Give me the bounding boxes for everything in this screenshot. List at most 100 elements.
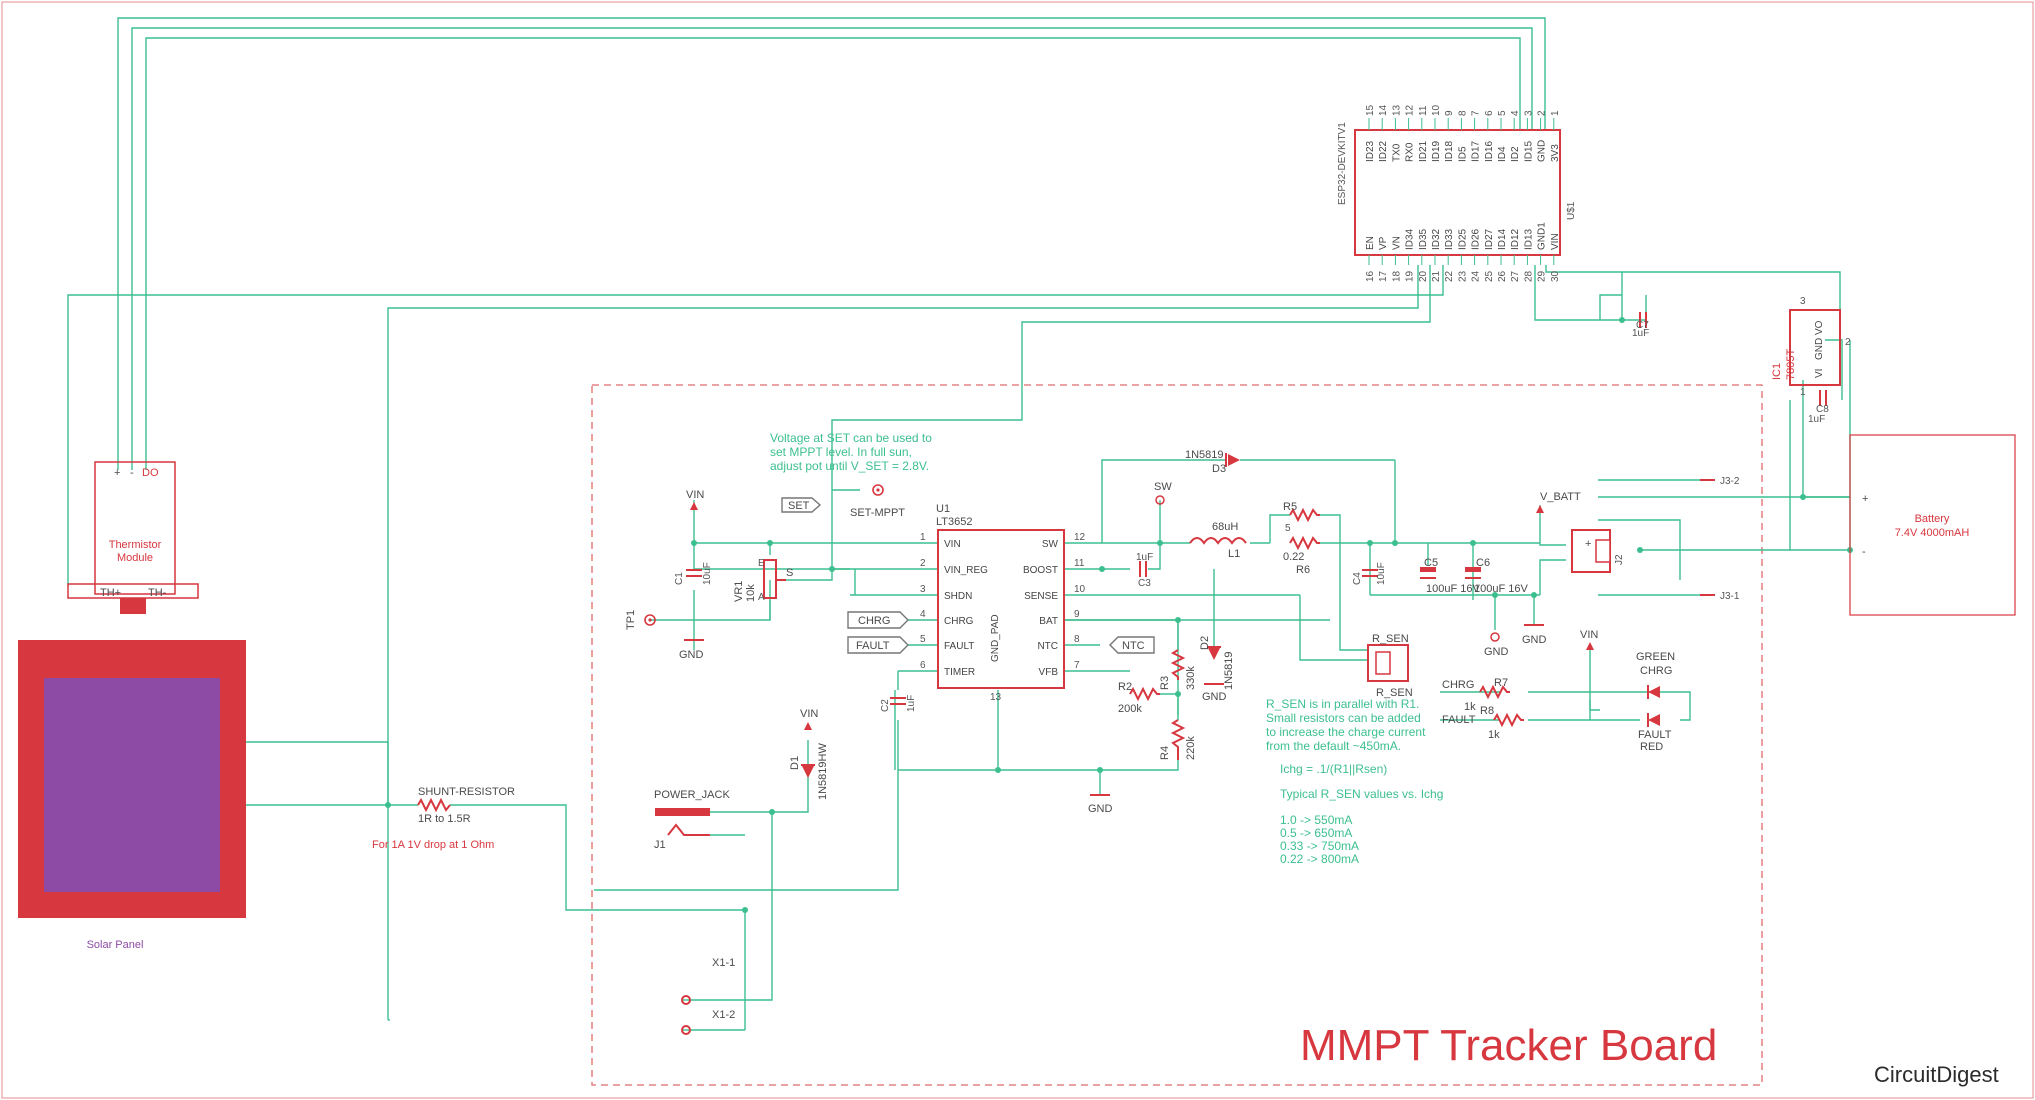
- thermistor-body: [94, 461, 176, 595]
- l1-value: 68uH: [1212, 521, 1238, 533]
- note-set-3: adjust pot until V_SET = 2.8V.: [770, 459, 929, 473]
- esp32-top-pin-name: ID21: [1418, 140, 1429, 162]
- c8-value: 1uF: [1808, 414, 1825, 425]
- lt3652-left-pin-name: VIN_REG: [944, 565, 988, 576]
- circuitdigest-logo: CircuitDigest: [1874, 1062, 1999, 1087]
- esp32-top-pin-number: 4: [1510, 110, 1521, 116]
- c1-value: 10uF: [702, 562, 713, 585]
- battery-body: [1849, 434, 2016, 616]
- esp32-top-pin-name: ID16: [1484, 140, 1495, 162]
- lt3652-right-pin-name: SW: [1042, 539, 1059, 550]
- esp32-bottom-pin-name: ID14: [1497, 228, 1508, 250]
- diode-d1: D1 1N5819HW: [789, 743, 829, 800]
- lt3652-left-pin-number: 4: [920, 609, 926, 620]
- battery-minus: -: [1862, 546, 1866, 558]
- svg-text:0.5 -> 650mA: 0.5 -> 650mA: [1280, 826, 1352, 840]
- lt3652-left-pin-name: CHRG: [944, 616, 974, 627]
- d2-part: 1N5819: [1223, 651, 1235, 690]
- esp32-top-pin-name: ID15: [1523, 140, 1534, 162]
- resistor-r4: R4 220k: [1159, 719, 1197, 760]
- j2-name: J2: [1614, 554, 1625, 565]
- esp32-top-pin-number: 11: [1418, 105, 1429, 116]
- lt3652-left-pin-number: 2: [920, 558, 926, 569]
- led-chrg-net: CHRG: [1442, 679, 1474, 691]
- svg-text:GND: GND: [679, 649, 704, 661]
- potentiometer-vr1: VR1 10k S E A: [733, 558, 793, 603]
- esp32-bottom-pin-name: VN: [1391, 236, 1402, 250]
- terminal-x1-2: X1-2: [681, 1009, 735, 1035]
- lt3652-right-pin-name: BOOST: [1023, 565, 1058, 576]
- thermistor-label-1: Thermistor: [109, 539, 162, 551]
- inductor-l1: 68uH L1: [1189, 521, 1247, 560]
- resistor-r3: R3 330k: [1159, 649, 1197, 690]
- esp32-bottom-pin-number: 28: [1523, 270, 1534, 282]
- r6-name: R6: [1296, 564, 1310, 576]
- r4-value: 220k: [1185, 736, 1197, 760]
- gnd-symbol-1: GND: [679, 639, 704, 661]
- gnd-symbol-4: GND: [1522, 624, 1547, 646]
- esp32-top-pin-name: ID4: [1497, 146, 1508, 162]
- r7-name: R7: [1494, 677, 1508, 689]
- r3-name: R3: [1159, 676, 1171, 690]
- capacitor-c4: C4 10uF: [1352, 562, 1387, 585]
- led-green-label: CHRG: [1640, 665, 1672, 677]
- lt3652-left-pin-number: 5: [920, 634, 926, 645]
- esp32-bottom-pin-number: 30: [1550, 270, 1561, 282]
- r7-value: 1k: [1464, 701, 1476, 713]
- thermistor-pin-thp: TH+: [100, 587, 121, 599]
- vin-label-3: VIN: [1580, 629, 1598, 650]
- lt3652-designator: U1: [936, 503, 950, 515]
- r5-value: 5: [1285, 523, 1291, 534]
- shunt-value: 1R to 1.5R: [418, 813, 471, 825]
- vin-label-1: VIN: [686, 489, 704, 510]
- brand-name: CircuitDigest: [1874, 1062, 1999, 1087]
- diode-d2: D2 1N5819: [1199, 636, 1235, 690]
- c1-name: C1: [674, 572, 685, 585]
- esp32-bottom-pin-name: ID33: [1444, 228, 1455, 250]
- svg-text:+: +: [1585, 538, 1591, 550]
- r6-value: 0.22: [1283, 551, 1304, 563]
- c5-value: 100uF 16V: [1426, 583, 1480, 595]
- esp32-top-pin-number: 10: [1431, 104, 1442, 116]
- regulator-pin-vo: VO: [1814, 320, 1825, 335]
- capacitor-c5: C5 100uF 16V: [1420, 557, 1480, 595]
- d1-part: 1N5819HW: [817, 743, 829, 800]
- thermistor-label-2: Module: [117, 552, 153, 564]
- resistor-r8: R8 1k: [1480, 705, 1524, 741]
- gnd-symbol-3: GND: [1202, 683, 1227, 703]
- regulator-pin-num-3: 3: [1800, 296, 1806, 307]
- x1-2-label: X1-2: [712, 1009, 735, 1021]
- port-set: SET: [781, 497, 822, 513]
- esp32-top-pin-name: RX0: [1405, 142, 1416, 162]
- board-title: MMPT Tracker Board: [1300, 1021, 1717, 1070]
- esp32-top-pin-number: 1: [1550, 110, 1561, 116]
- note-ichg: Ichg = .1/(R1||Rsen): [1280, 762, 1387, 776]
- r2-value: 200k: [1118, 703, 1142, 715]
- c3-name: C3: [1138, 578, 1151, 589]
- capacitor-c6: C6 100uF 16V: [1465, 557, 1528, 595]
- vr1-value: 10k: [745, 584, 757, 602]
- shunt-name: SHUNT-RESISTOR: [418, 786, 515, 798]
- esp32-top-pin-name: GND: [1537, 140, 1548, 162]
- esp32-top-pin-number: 8: [1457, 110, 1468, 116]
- thermistor-pin-plus: +: [114, 467, 120, 479]
- esp32-top-pin-number: 5: [1497, 110, 1508, 116]
- battery-spec: 7.4V 4000mAH: [1895, 527, 1970, 539]
- c8-name: C8: [1816, 404, 1829, 415]
- svg-text:SET-MPPT: SET-MPPT: [850, 507, 905, 519]
- vin-label-2: VIN: [800, 708, 818, 730]
- v-batt-label: V_BATT: [1536, 491, 1581, 513]
- thermistor-module: + - DO Thermistor Module TH+ TH-: [67, 461, 199, 614]
- led-red-label: FAULT: [1638, 729, 1672, 741]
- port-chrg: CHRG: [847, 611, 909, 629]
- led-green: GREEN CHRG: [1636, 651, 1675, 699]
- r8-value: 1k: [1488, 729, 1500, 741]
- c7-value: 1uF: [1632, 328, 1649, 339]
- lt3652-right-pin-name: NTC: [1037, 641, 1058, 652]
- d2-name: D2: [1199, 636, 1211, 650]
- vr1-name: VR1: [733, 581, 745, 602]
- lt3652-pin-13: 13: [990, 692, 1002, 703]
- lt3652-left-pin-number: 1: [920, 532, 926, 543]
- lt3652-right-pin-number: 11: [1074, 558, 1085, 569]
- sw-label: SW: [1154, 481, 1172, 505]
